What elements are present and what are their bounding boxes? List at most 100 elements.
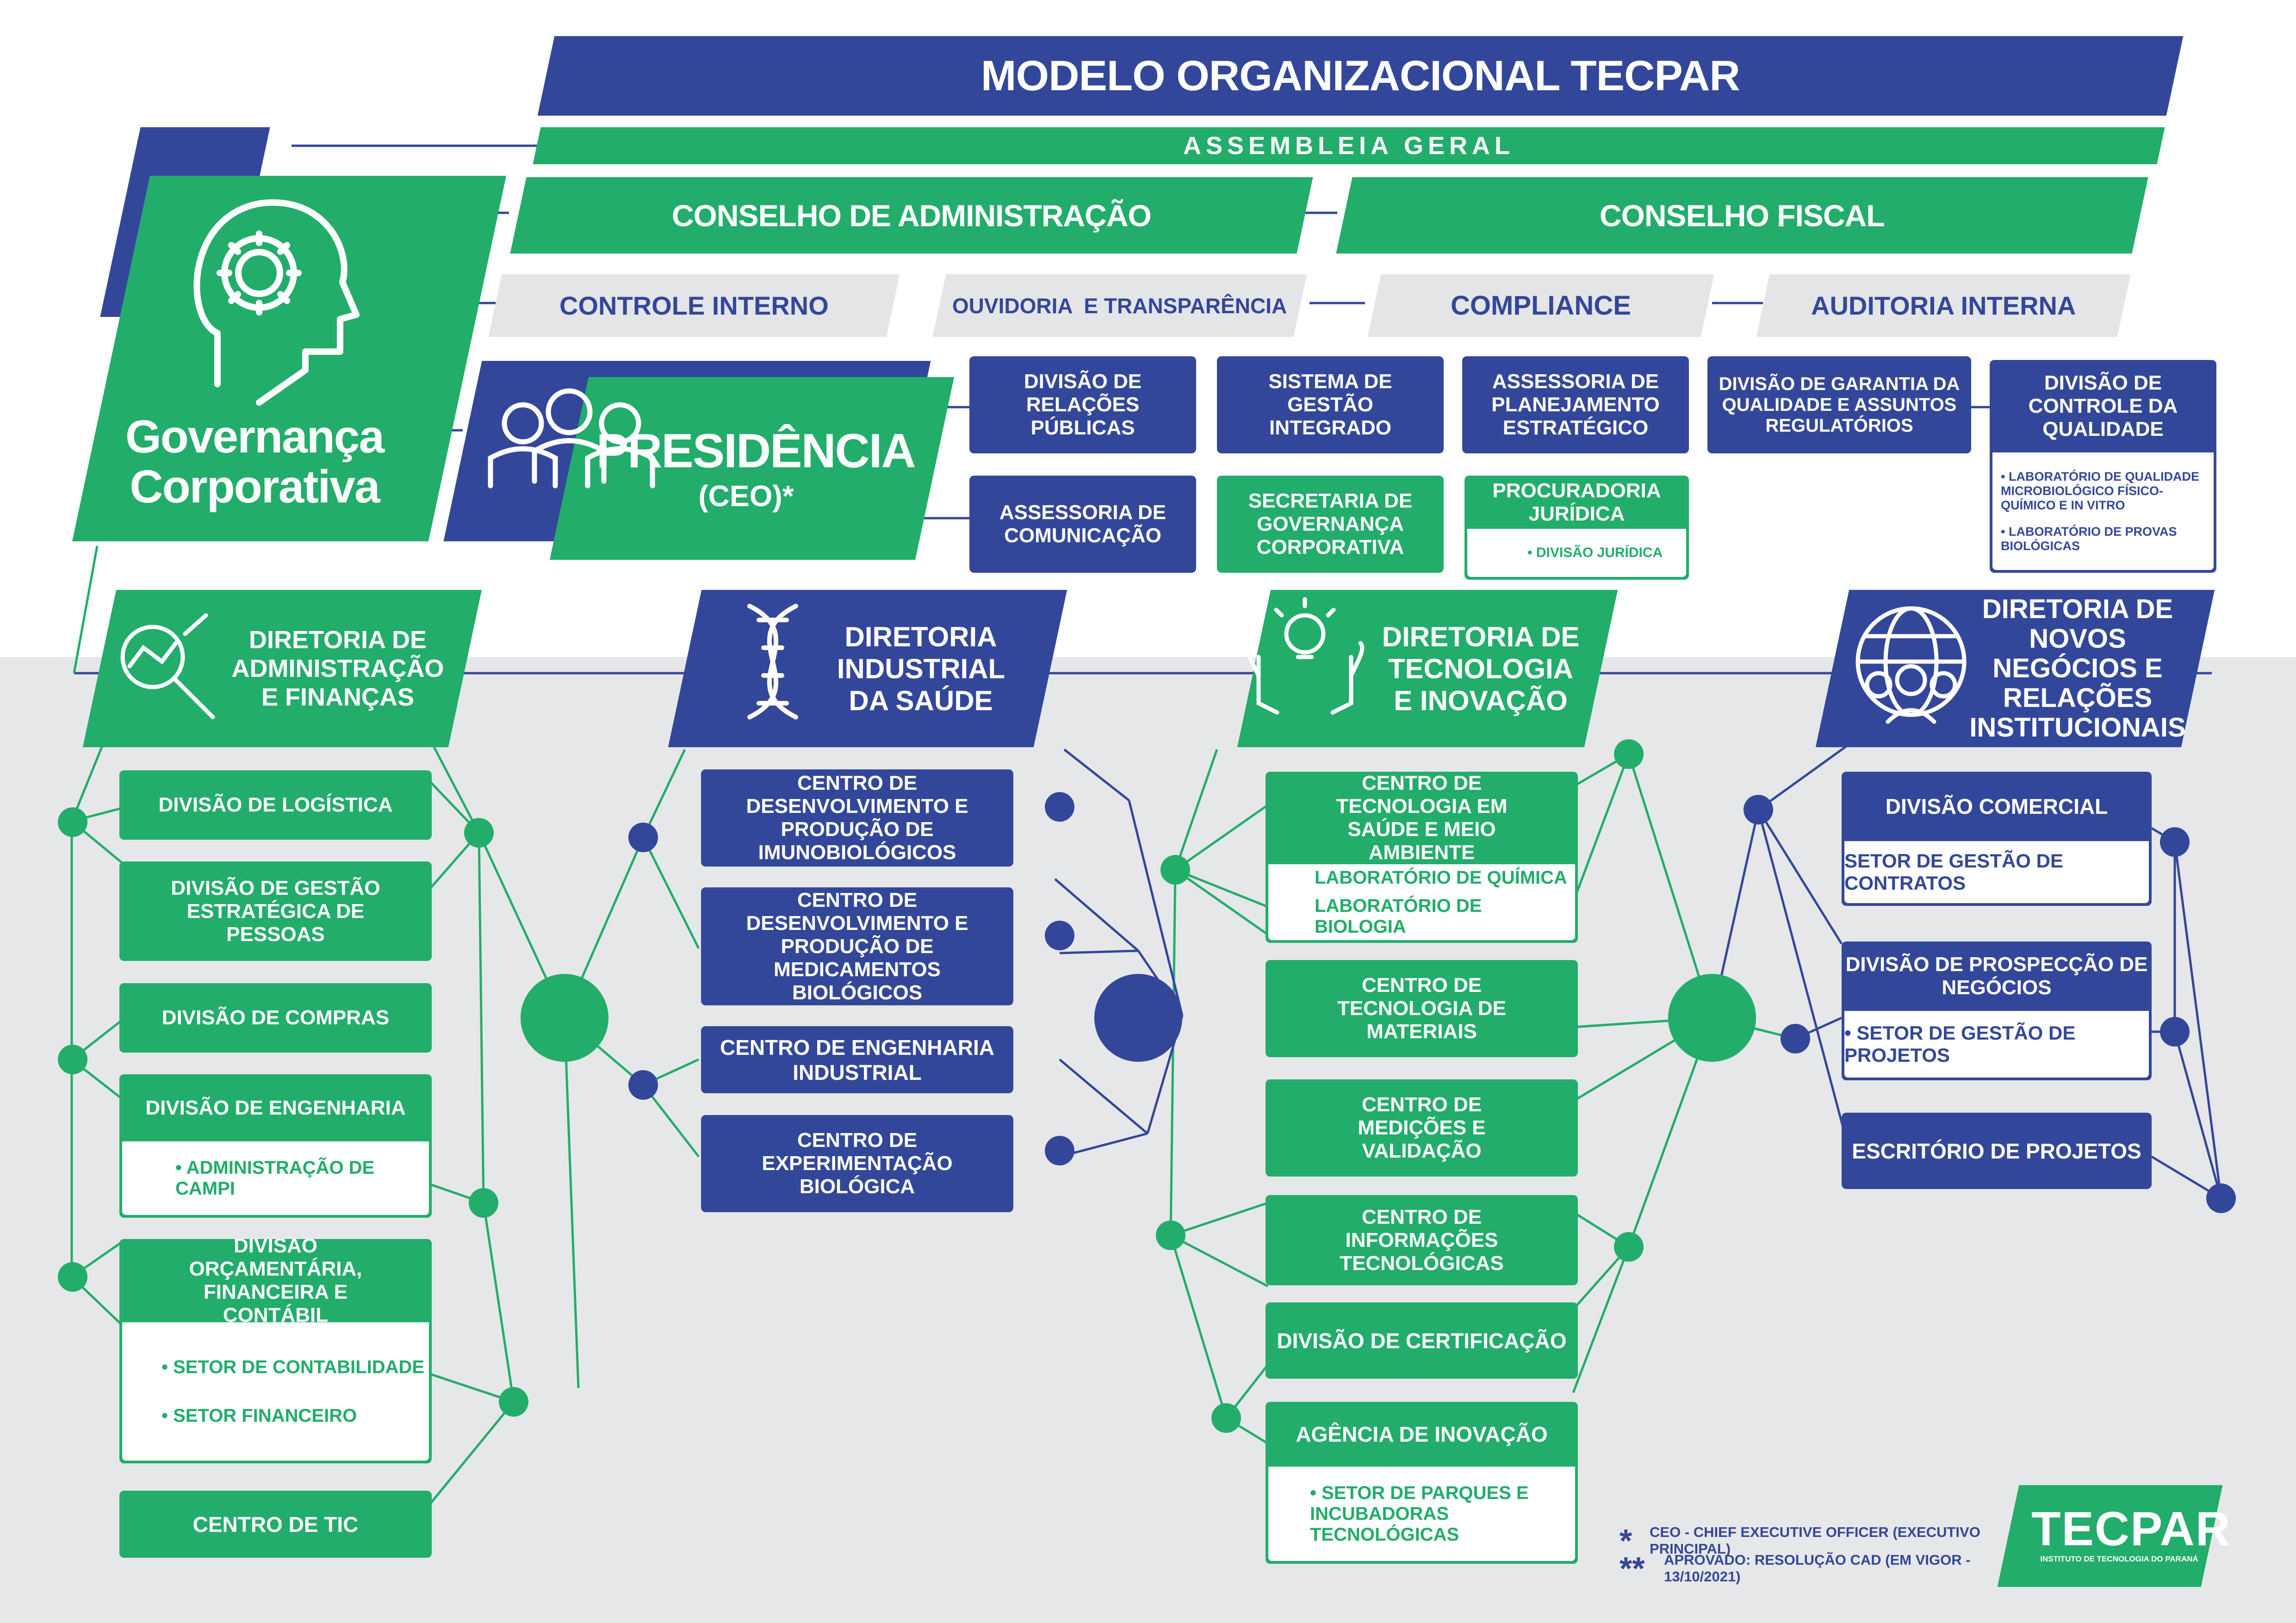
network-node bbox=[1781, 1024, 1810, 1053]
divisao-orcamentaria-label: DIVISÃO ORÇAMENTÁRIA, FINANCEIRA E CONTÁ… bbox=[189, 1239, 362, 1326]
laboratorio-biologia: LABORATÓRIO DE BIOLOGIA bbox=[1315, 895, 1482, 937]
divisao-certificacao[interactable]: DIVISÃO DE CERTIFICAÇÃO bbox=[1266, 1302, 1578, 1379]
divisao-comercial-items: SETOR DE GESTÃO DE CONTRATOS bbox=[1844, 841, 2149, 903]
centro-engenharia-industrial[interactable]: CENTRO DE ENGENHARIA INDUSTRIAL bbox=[701, 1026, 1013, 1093]
secretaria-governanca[interactable]: SECRETARIA DE GOVERNANÇA CORPORATIVA bbox=[1217, 476, 1444, 573]
assessoria-comunicacao[interactable]: ASSESSORIA DE COMUNICAÇÃO bbox=[969, 476, 1196, 573]
divisao-orcamentaria-items: • SETOR DE CONTABILIDADE • SETOR FINANCE… bbox=[122, 1322, 429, 1461]
centro-medicoes[interactable]: CENTRO DE MEDIÇÕES E VALIDAÇÃO bbox=[1266, 1079, 1578, 1177]
divisao-gestao-pessoas[interactable]: DIVISÃO DE GESTÃO ESTRATÉGICA DE PESSOAS bbox=[119, 861, 432, 961]
divisao-logistica[interactable]: DIVISÃO DE LOGÍSTICA bbox=[119, 770, 432, 840]
agencia-inovacao[interactable]: AGÊNCIA DE INOVAÇÃO • SETOR DE PARQUES E… bbox=[1266, 1402, 1578, 1564]
network-node bbox=[1160, 855, 1190, 885]
centro-medicoes-label: CENTRO DE MEDIÇÕES E VALIDAÇÃO bbox=[1358, 1093, 1486, 1162]
governanca-label: Governança Corporativa bbox=[116, 412, 393, 518]
controle-interno-box: CONTROLE INTERNO bbox=[488, 274, 900, 337]
escritorio-projetos[interactable]: ESCRITÓRIO DE PROJETOS bbox=[1842, 1113, 2152, 1189]
presidencia-subtitle: (CEO)* bbox=[698, 479, 794, 513]
centro-saude-meio-ambiente-label: CENTRO DE TECNOLOGIA EM SAÚDE E MEIO AMB… bbox=[1336, 772, 1508, 864]
centro-informacoes[interactable]: CENTRO DE INFORMAÇÕES TECNOLÓGICAS bbox=[1266, 1195, 1578, 1285]
centro-engenharia-industrial-label: CENTRO DE ENGENHARIA INDUSTRIAL bbox=[720, 1035, 994, 1084]
footnotes: * CEO - CHIEF EXECUTIVE OFFICER (EXECUTI… bbox=[1620, 1523, 2036, 1587]
network-hub bbox=[1668, 974, 1756, 1062]
divisao-engenharia-items: • ADMINISTRAÇÃO DE CAMPI bbox=[122, 1141, 429, 1215]
centro-tic[interactable]: CENTRO DE TIC bbox=[119, 1491, 432, 1558]
divisao-relacoes-publicas-label: DIVISÃO DE RELAÇÕES PÚBLICAS bbox=[1024, 370, 1142, 439]
procuradoria-juridica-label: PROCURADORIA JURÍDICA bbox=[1492, 479, 1661, 525]
divisao-orcamentaria[interactable]: DIVISÃO ORÇAMENTÁRIA, FINANCEIRA E CONTÁ… bbox=[119, 1239, 432, 1463]
divisao-compras[interactable]: DIVISÃO DE COMPRAS bbox=[119, 983, 432, 1053]
divisao-prospeccao[interactable]: DIVISÃO DE PROSPECÇÃO DE NEGÓCIOS • SETO… bbox=[1842, 942, 2152, 1080]
divisao-garantia-qualidade-label: DIVISÃO DE GARANTIA DA QUALIDADE E ASSUN… bbox=[1719, 373, 1960, 436]
setor-parques-incubadoras: • SETOR DE PARQUES E INCUBADORAS TECNOLÓ… bbox=[1310, 1482, 1529, 1545]
procuradoria-juridica[interactable]: PROCURADORIA JURÍDICA • DIVISÃO JURÍDICA bbox=[1464, 476, 1689, 580]
lab-qualidade-microbiologico: • LABORATÓRIO DE QUALIDADE MICROBIOLÓGIC… bbox=[2001, 469, 2199, 512]
divisao-comercial[interactable]: DIVISÃO COMERCIAL SETOR DE GESTÃO DE CON… bbox=[1842, 772, 2152, 906]
administracao-campi: • ADMINISTRAÇÃO DE CAMPI bbox=[175, 1157, 375, 1199]
dir-negocios-title: DIRETORIA DE NOVOS NEGÓCIOS E RELAÇÕES I… bbox=[1969, 594, 2186, 743]
dir-industrial-title: DIRETORIA INDUSTRIAL DA SAÚDE bbox=[837, 621, 1005, 716]
governanca-line-2: Corporativa bbox=[130, 461, 380, 513]
centro-medicamentos[interactable]: CENTRO DE DESENVOLVIMENTO E PRODUÇÃO DE … bbox=[701, 887, 1013, 1005]
network-node bbox=[1045, 792, 1074, 822]
sistema-gestao-integrado[interactable]: SISTEMA DE GESTÃO INTEGRADO bbox=[1217, 356, 1444, 453]
divisao-certificacao-label: DIVISÃO DE CERTIFICAÇÃO bbox=[1277, 1328, 1567, 1353]
centro-experimentacao[interactable]: CENTRO DE EXPERIMENTAÇÃO BIOLÓGICA bbox=[701, 1115, 1013, 1212]
divisao-compras-label: DIVISÃO DE COMPRAS bbox=[161, 1006, 390, 1029]
centro-imunobiologicos[interactable]: CENTRO DE DESENVOLVIMENTO E PRODUÇÃO DE … bbox=[701, 769, 1013, 867]
main-title: MODELO ORGANIZACIONAL TECPAR bbox=[981, 52, 1740, 99]
network-node bbox=[469, 1188, 498, 1218]
footnote-ceo: * CEO - CHIEF EXECUTIVE OFFICER (EXECUTI… bbox=[1620, 1523, 1980, 1559]
tecpar-logo: TECPAR INSTITUTO DE TECNOLOGIA DO PARANÁ bbox=[2031, 1502, 2231, 1578]
network-node bbox=[1045, 1136, 1074, 1165]
conselho-admin-label: CONSELHO DE ADMINISTRAÇÃO bbox=[672, 198, 1151, 233]
assessoria-planejamento[interactable]: ASSESSORIA DE PLANEJAMENTO ESTRATÉGICO bbox=[1462, 356, 1689, 453]
centro-saude-meio-ambiente-items: LABORATÓRIO DE QUÍMICA LABORATÓRIO DE BI… bbox=[1268, 864, 1575, 940]
governanca-line-1: Governança bbox=[125, 411, 385, 463]
divisao-comercial-label: DIVISÃO COMERCIAL bbox=[1885, 794, 2108, 818]
divisao-engenharia[interactable]: DIVISÃO DE ENGENHARIA • ADMINISTRAÇÃO DE… bbox=[119, 1074, 432, 1218]
procuradoria-juridica-items: • DIVISÃO JURÍDICA bbox=[1467, 529, 1686, 577]
assembleia-label: ASSEMBLEIA GERAL bbox=[1183, 132, 1515, 160]
dir-tecnologia-title: DIRETORIA DE TECNOLOGIA E INOVAÇÃO bbox=[1382, 621, 1580, 716]
network-node bbox=[499, 1387, 528, 1417]
main-title-banner: MODELO ORGANIZACIONAL TECPAR bbox=[537, 36, 2184, 116]
centro-saude-meio-ambiente[interactable]: CENTRO DE TECNOLOGIA EM SAÚDE E MEIO AMB… bbox=[1266, 772, 1578, 943]
divisao-controle-qualidade-label: DIVISÃO DE CONTROLE DA QUALIDADE bbox=[2028, 372, 2178, 440]
network-node bbox=[58, 807, 87, 837]
tecpar-logo-name: TECPAR bbox=[2031, 1502, 2231, 1556]
divisao-garantia-qualidade[interactable]: DIVISÃO DE GARANTIA DA QUALIDADE E ASSUN… bbox=[1707, 356, 1971, 453]
network-node bbox=[58, 1262, 87, 1292]
divisao-prospeccao-label: DIVISÃO DE PROSPECÇÃO DE NEGÓCIOS bbox=[1845, 953, 2148, 999]
sistema-gestao-integrado-label: SISTEMA DE GESTÃO INTEGRADO bbox=[1268, 370, 1392, 439]
centro-materiais-label: CENTRO DE TECNOLOGIA DE MATERIAIS bbox=[1337, 974, 1507, 1043]
assessoria-comunicacao-label: ASSESSORIA DE COMUNICAÇÃO bbox=[999, 501, 1167, 547]
network-node bbox=[58, 1045, 87, 1074]
divisao-prospeccao-items: • SETOR DE GESTÃO DE PROJETOS bbox=[1844, 1011, 2149, 1078]
network-node bbox=[628, 1070, 658, 1100]
divisao-controle-qualidade[interactable]: DIVISÃO DE CONTROLE DA QUALIDADE • LABOR… bbox=[1990, 360, 2216, 573]
secretaria-governanca-label: SECRETARIA DE GOVERNANÇA CORPORATIVA bbox=[1248, 489, 1413, 558]
network-node bbox=[2160, 827, 2190, 857]
divisao-engenharia-label: DIVISÃO DE ENGENHARIA bbox=[145, 1096, 406, 1119]
tecpar-logo-tagline: INSTITUTO DE TECNOLOGIA DO PARANÁ bbox=[2040, 1555, 2198, 1563]
network-node bbox=[1045, 921, 1074, 950]
centro-materiais[interactable]: CENTRO DE TECNOLOGIA DE MATERIAIS bbox=[1266, 960, 1578, 1057]
network-node bbox=[2206, 1183, 2236, 1213]
presidencia-title: PRESIDÊNCIA bbox=[596, 424, 915, 478]
network-node bbox=[1156, 1220, 1185, 1250]
network-hub bbox=[1094, 974, 1182, 1062]
assembleia-banner: ASSEMBLEIA GERAL bbox=[533, 127, 2165, 164]
escritorio-projetos-label: ESCRITÓRIO DE PROJETOS bbox=[1852, 1139, 2141, 1163]
network-node bbox=[464, 818, 494, 848]
centro-medicamentos-label: CENTRO DE DESENVOLVIMENTO E PRODUÇÃO DE … bbox=[746, 888, 968, 1004]
controle-interno-label: CONTROLE INTERNO bbox=[559, 291, 829, 320]
network-hub bbox=[521, 974, 608, 1062]
divisao-relacoes-publicas[interactable]: DIVISÃO DE RELAÇÕES PÚBLICAS bbox=[969, 356, 1196, 453]
compliance-label: COMPLIANCE bbox=[1451, 291, 1631, 321]
setor-gestao-contratos: SETOR DE GESTÃO DE CONTRATOS bbox=[1844, 850, 2063, 894]
centro-imunobiologicos-label: CENTRO DE DESENVOLVIMENTO E PRODUÇÃO DE … bbox=[746, 772, 968, 864]
dir-admin-title: DIRETORIA DE ADMINISTRAÇÃO E FINANÇAS bbox=[231, 626, 444, 711]
centro-informacoes-label: CENTRO DE INFORMAÇÕES TECNOLÓGICAS bbox=[1340, 1205, 1504, 1275]
setor-gestao-projetos: • SETOR DE GESTÃO DE PROJETOS bbox=[1844, 1022, 2076, 1066]
